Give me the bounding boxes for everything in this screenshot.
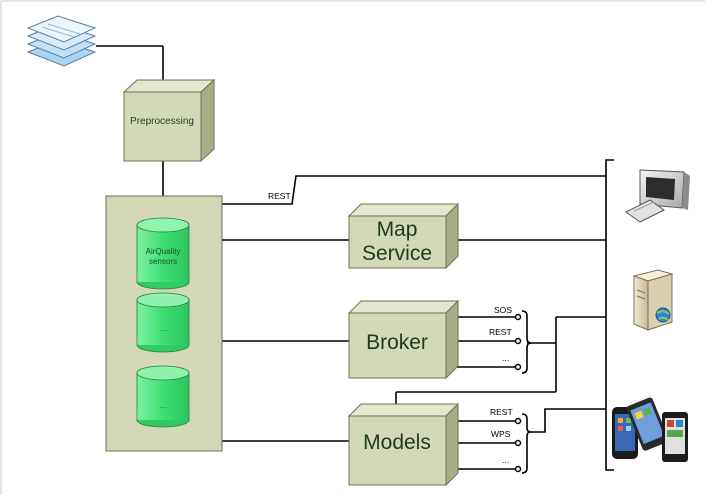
mobile-devices-icon [612,397,688,462]
airquality-label: AirQuality [146,247,181,256]
models-wps-label: WPS [491,429,511,439]
desktop-computer-icon [625,169,690,223]
database-cylinder-3: .... [136,365,190,428]
map-service-box: Map Service [347,202,460,270]
db3-label: .... [159,403,167,410]
models-more-label: ... [502,455,509,465]
map-service-label-line2: Service [362,242,432,265]
models-rest-label: REST [490,407,513,417]
models-brace [521,413,532,474]
preprocessing-box: Preprocessing [122,78,216,163]
preprocessing-label: Preprocessing [130,116,194,127]
endpoint-circles [514,313,522,473]
connector-lines [96,45,614,474]
map-service-label-line1: Map [377,218,418,241]
sensors-label: sensors [149,257,177,266]
models-label: Models [363,431,431,454]
clients-bracket [605,159,614,471]
broker-more-label: ... [502,353,509,363]
rest-line [222,175,606,205]
airquality-sensors-cylinder: AirQuality sensors [136,217,190,290]
rest-top-label: REST [268,191,291,201]
broker-rest-label: REST [489,327,512,337]
db2-label: .... [159,326,167,333]
database-panel: AirQuality sensors .... .... [105,195,223,452]
broker-brace [521,310,532,374]
database-cylinder-2: .... [136,292,190,353]
server-icon [632,269,674,331]
broker-label: Broker [366,331,428,354]
models-box: Models [347,402,460,487]
broker-box: Broker [347,299,460,380]
broker-sos-label: SOS [494,305,512,315]
documents-icon [26,15,97,67]
models-brace-link [528,408,606,433]
